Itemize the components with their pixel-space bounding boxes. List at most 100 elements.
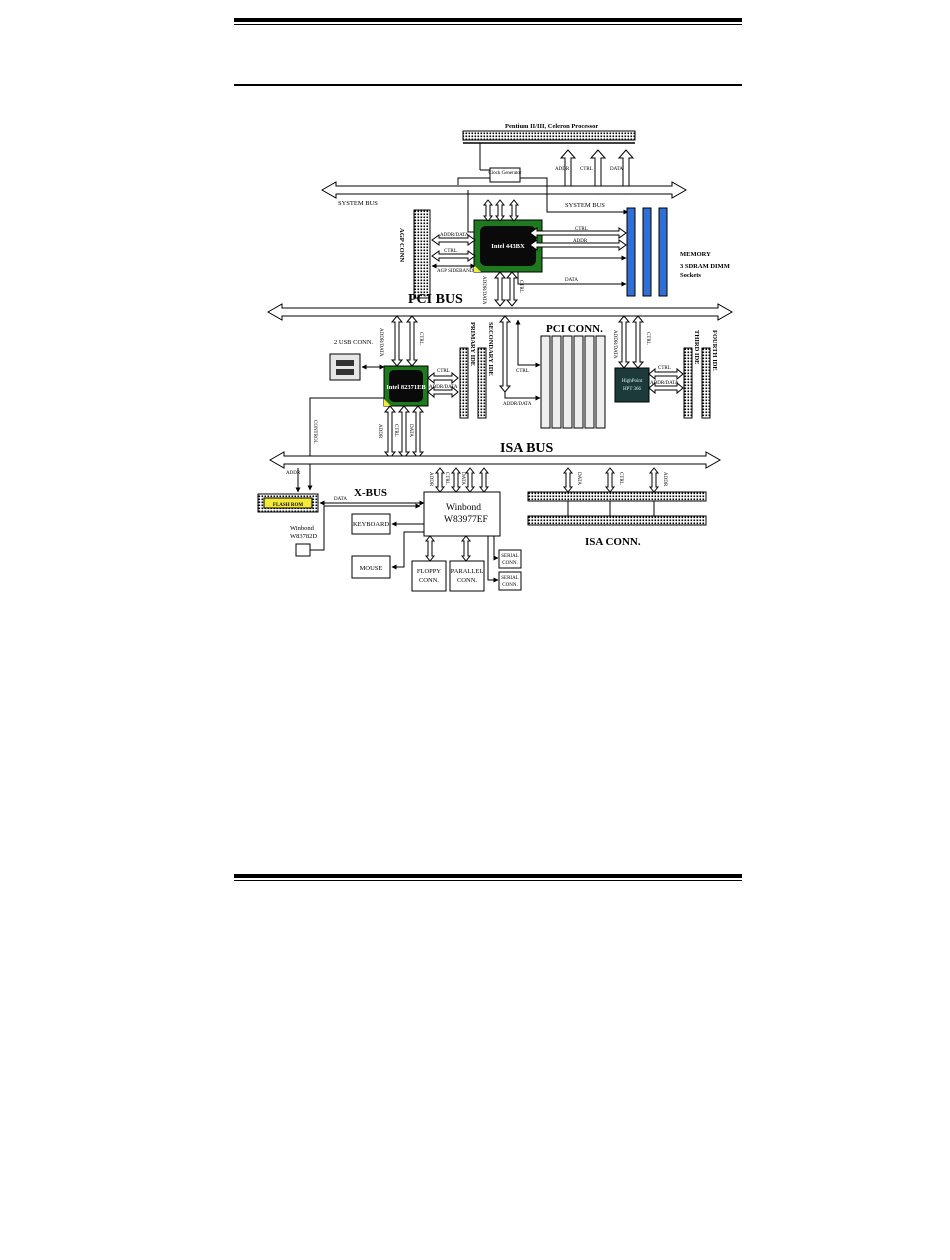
sb-isa-ctrl-label: CTRL	[393, 424, 398, 437]
superio-label-2: W83977EF	[444, 515, 488, 525]
third-ide-label: THIRD IDE	[693, 330, 700, 365]
winbond-small-label-2: W83782D	[290, 533, 317, 540]
sb-isa-addr-label: ADDR	[377, 424, 382, 439]
system-bus-right-label: SYSTEM BUS	[565, 202, 605, 209]
pci-conn-addr-data-label: ADDR/DATA	[503, 402, 532, 407]
serial-a-label-2: CONN.	[502, 561, 517, 566]
parallel-label-1: PARALLEL	[451, 568, 484, 575]
isa-conn-ctrl-label: CTRL	[618, 472, 623, 485]
highpoint-label-1: HighPoint	[622, 379, 643, 384]
flash-rom-label: FLASH ROM	[273, 503, 303, 508]
superio-data-label: DATA	[460, 472, 465, 485]
system-bus-arrow	[320, 181, 688, 199]
superio-io-arrows	[424, 535, 472, 562]
sb-ide-addr-data-label: ADDR/DATA	[429, 385, 458, 390]
agp-conn-label: AGP CONN	[398, 228, 405, 262]
superio-addr-label: ADDR	[428, 472, 433, 487]
serial-a-label-1: SERIAL	[501, 554, 519, 559]
hpt-ide-addr-data-label: ADDR/DATA	[650, 381, 679, 386]
nb-top-arrows	[482, 199, 520, 222]
primary-ide-label: PRIMARY IDE	[469, 322, 476, 366]
third-ide-connector	[683, 347, 693, 419]
memory-dimm-sockets	[626, 207, 668, 297]
highpoint-label-2: HPT 366	[623, 387, 642, 392]
clock-generator-box	[489, 167, 521, 183]
floppy-label-2: CONN.	[419, 577, 439, 584]
serial-b-label-2: CONN.	[502, 583, 517, 588]
footer-rule-thin	[234, 880, 742, 881]
pci-hpt-arrows	[617, 315, 645, 369]
sb-ide-arrows	[427, 371, 459, 399]
pci-conn-label: PCI CONN.	[546, 323, 603, 335]
parallel-label-2: CONN.	[457, 577, 477, 584]
primary-ide-connector	[459, 347, 469, 419]
agp-sideband-label: AGP SIDEBAND	[437, 269, 474, 274]
top-rule-thick	[234, 18, 742, 22]
hpt-ide-arrows	[648, 367, 684, 395]
superio-ctrl-label: CTRL	[444, 472, 449, 485]
secondary-ide-label: SECONDARY IDE	[487, 322, 494, 376]
north-bridge-label: Intel 443BX	[491, 243, 525, 250]
pci-sb-ctrl-label: CTRL	[418, 332, 423, 345]
isa-bus-label: ISA BUS	[500, 441, 554, 456]
processor-label: Pentium II/III, Celeron Processor	[505, 123, 598, 130]
pci-sb-addr-data-label: ADDR/DATA	[378, 328, 383, 357]
agp-ctrl-label: CTRL	[444, 249, 457, 254]
nb-pci-arrows	[493, 271, 519, 307]
mem-ctrl-label: CTRL	[575, 227, 588, 232]
pci-conn-ctrl-label: CTRL	[516, 369, 529, 374]
mem-addr-label: ADDR	[573, 239, 588, 244]
header-rule	[234, 84, 742, 86]
isa-bus-arrow	[268, 451, 722, 469]
isa-conn-addr-label: ADDR	[662, 472, 667, 487]
nb-memory-arrows	[529, 227, 627, 251]
control-label: CONTROL	[312, 420, 317, 444]
superio-box	[423, 491, 501, 537]
agp-connector	[413, 209, 431, 299]
isa-slots	[527, 491, 707, 526]
sb-isa-arrows	[383, 405, 425, 459]
floppy-label-1: FLOPPY	[417, 568, 442, 575]
serial-b-label-1: SERIAL	[501, 576, 519, 581]
isa-conn-label: ISA CONN.	[585, 536, 641, 548]
hpt-ide-ctrl-label: CTRL	[658, 366, 671, 371]
system-bus-left-label: SYSTEM BUS	[338, 200, 378, 207]
memory-label: MEMORY	[680, 251, 711, 258]
x-bus-label: X-BUS	[354, 487, 387, 499]
nb-pci-ctrl-label: CTRL	[518, 280, 523, 293]
keyboard-label: KEYBOARD	[353, 521, 389, 528]
sb-isa-data-label: DATA	[408, 424, 413, 437]
secondary-ide-connector	[477, 347, 487, 419]
cpu-ctrl-label: CTRL	[580, 167, 593, 172]
usb-conn-label: 2 USB CONN.	[334, 339, 374, 346]
keyboard-box	[351, 513, 391, 535]
pci-conn-arrows	[498, 315, 512, 393]
north-bridge-chip	[473, 219, 543, 273]
processor-slot	[462, 130, 636, 144]
winbond-small-label-1: Winbond	[290, 525, 315, 532]
serial-conn-a-box	[498, 549, 522, 569]
isa-flash-addr-label: ADDR	[286, 471, 301, 476]
cpu-data-label: DATA	[610, 167, 623, 172]
clock-generator-label: Clock Generator	[488, 171, 522, 176]
isa-conn-data-label: DATA	[576, 472, 581, 485]
fourth-ide-label: FOURTH IDE	[711, 330, 718, 371]
top-rule-thin	[234, 24, 742, 25]
agp-nb-arrows	[431, 234, 476, 262]
superio-label-1: Winbond	[446, 503, 481, 513]
pci-slots	[540, 335, 606, 429]
pci-bus-label: PCI BUS	[408, 292, 463, 307]
fourth-ide-connector	[701, 347, 711, 419]
serial-conn-b-box	[498, 571, 522, 591]
usb-connector	[329, 353, 361, 381]
flash-rom-chip	[257, 493, 319, 513]
isa-conn-arrows	[562, 467, 660, 493]
pci-bus-arrow	[266, 303, 734, 321]
south-bridge-label: Intel 82371EB	[386, 384, 426, 391]
winbond-small-chip	[295, 543, 311, 557]
mouse-box	[351, 555, 391, 579]
floppy-conn-box	[411, 560, 447, 592]
sb-ide-ctrl-label: CTRL	[437, 369, 450, 374]
pci-hpt-addr-data-label: ADDR/DATA	[612, 330, 617, 359]
